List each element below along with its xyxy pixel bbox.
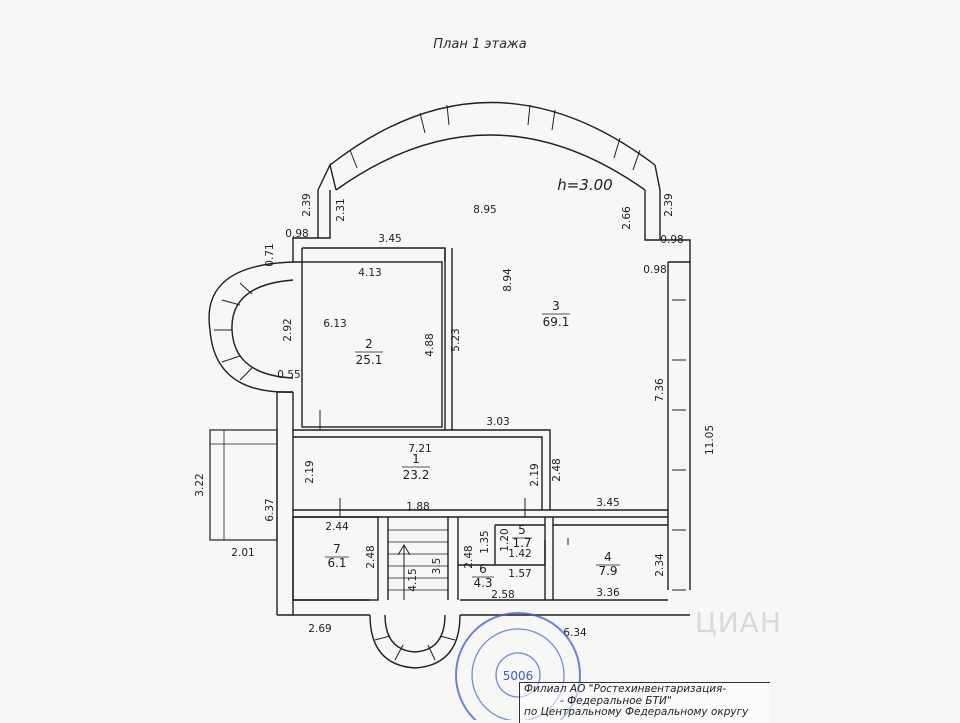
dim: 3.03 <box>486 416 509 428</box>
dim: 2.58 <box>491 589 514 601</box>
room-6-area: 4.3 <box>473 576 492 590</box>
room-2-area: 25.1 <box>356 353 383 367</box>
dim: 2.34 <box>654 553 666 577</box>
porch <box>209 429 278 541</box>
dim: 2.39 <box>301 193 313 216</box>
stamp-line-2: - Федеральное БТИ" <box>560 695 672 707</box>
room-7-number: 7 <box>333 542 341 556</box>
watermark-logo: ЦИАН <box>695 606 782 639</box>
dim: 1.57 <box>508 568 531 580</box>
dim: 2.39 <box>663 193 675 216</box>
bottom-bay-outer <box>369 614 461 669</box>
dim: 3.45 <box>596 497 619 509</box>
dim: 2.31 <box>335 198 347 221</box>
dim: 2.19 <box>529 463 541 486</box>
stamp-line-3: по Центральному Федеральному округу <box>524 706 749 718</box>
top-arc-wall-outer <box>329 101 656 166</box>
bti-stamp-box <box>519 682 770 723</box>
room-2-number: 2 <box>365 337 373 351</box>
dim: 6.34 <box>563 627 587 639</box>
dim: 4.15 <box>407 568 419 591</box>
dim: 2.48 <box>463 545 475 568</box>
room-2-walls <box>301 261 443 428</box>
room-1-number: 1 <box>412 452 420 466</box>
dim: 0.55 <box>277 369 300 381</box>
plan-title: План 1 этажа <box>433 37 527 52</box>
top-arc-wall-inner <box>335 134 646 191</box>
room-4-number: 4 <box>604 550 612 564</box>
dim: 8.95 <box>473 204 496 216</box>
dim: 2.19 <box>304 460 316 483</box>
dim: 1.20 <box>499 528 511 551</box>
dim: 2.69 <box>308 623 331 635</box>
dim: 2.48 <box>551 458 563 481</box>
dim: 0.98 <box>660 234 683 246</box>
dim: 3.45 <box>378 233 401 245</box>
dim: 0.98 <box>643 264 666 276</box>
dim: 7.21 <box>408 443 431 455</box>
room-1-area: 23.2 <box>403 468 430 482</box>
dim: 7.36 <box>654 378 666 402</box>
dim: 2.92 <box>282 318 294 341</box>
dim: 1.88 <box>406 501 429 513</box>
bottom-bay-inner <box>384 614 446 653</box>
seal-number: 5006 <box>503 669 534 683</box>
dim: 5.23 <box>450 328 462 351</box>
room-4-area: 7.9 <box>598 564 617 578</box>
stamp-line-1: Филиал АО "Ростехинвентаризация- <box>524 683 727 695</box>
walls <box>208 101 691 669</box>
dim: 2.44 <box>325 521 349 533</box>
ceiling-height: h=3.00 <box>557 176 612 194</box>
dim: 4.13 <box>358 267 381 279</box>
room-7-walls <box>292 516 379 601</box>
dim: 1.42 <box>508 548 531 560</box>
dim: 2.01 <box>231 547 254 559</box>
dim: 8.94 <box>502 268 514 292</box>
room-5-number: 5 <box>518 523 526 537</box>
left-bay-outer <box>208 261 294 393</box>
dim: 1.35 <box>479 530 491 553</box>
dim: 6.37 <box>264 498 276 521</box>
room-5-area: 1.7 <box>512 536 531 550</box>
room-6-number: 6 <box>479 562 487 576</box>
dim: 3.36 <box>596 587 620 599</box>
dim: 4.88 <box>424 333 436 356</box>
dim: 11.05 <box>704 425 716 455</box>
dim: 0.71 <box>264 243 276 266</box>
room-3-area: 69.1 <box>543 315 570 329</box>
dim: 3.5 <box>431 558 443 575</box>
dim: 0.98 <box>285 228 308 240</box>
dim: 3.22 <box>194 473 206 496</box>
dim: 6.13 <box>323 318 346 330</box>
room-7-area: 6.1 <box>327 556 346 570</box>
room-3-number: 3 <box>552 299 560 313</box>
dim: 2.66 <box>621 206 633 230</box>
bti-seal: 5006 <box>455 612 581 720</box>
dim: 2.48 <box>365 545 377 568</box>
